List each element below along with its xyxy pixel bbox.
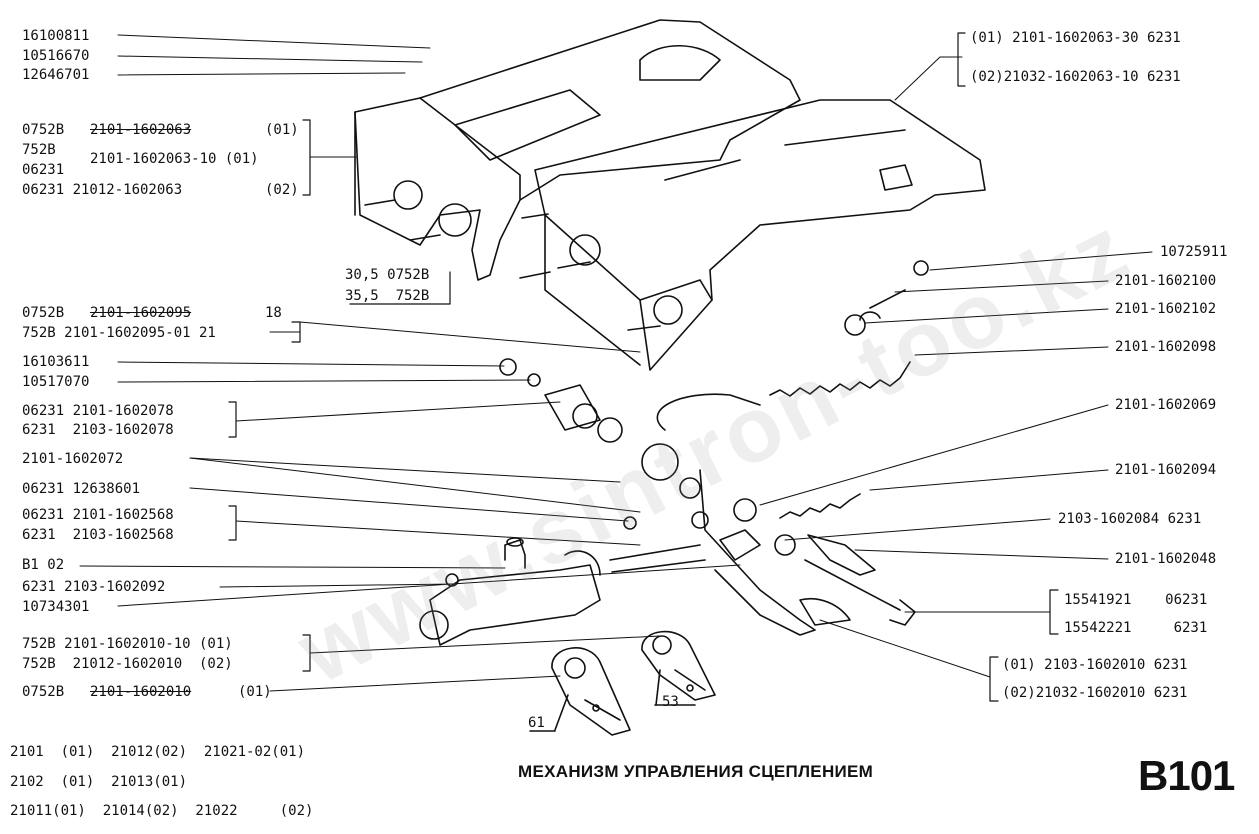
part-label: 2101-1602102 — [1115, 301, 1217, 317]
part-label: 752B 2101-1602010-10 (01) — [22, 636, 233, 652]
part-label: 06231 21012-1602063 — [22, 182, 183, 198]
part-label: 6231 2103-1602078 — [22, 422, 174, 438]
model-line: 2102 (01) 21013(01) — [10, 774, 188, 790]
part-label: (02)21032-1602010 6231 — [1002, 685, 1188, 701]
part-label: 30,5 0752B — [345, 267, 430, 283]
part-label: (01) 2103-1602010 6231 — [1002, 657, 1188, 673]
dimension-label: 53 — [662, 694, 679, 710]
part-label: 10516670 — [22, 48, 90, 64]
part-label: 18 — [265, 305, 282, 321]
part-label: (01) — [238, 684, 272, 700]
part-label: 752B 21012-1602010 (02) — [22, 656, 233, 672]
part-label: 2101-1602069 — [1115, 397, 1217, 413]
part-label: 752B — [22, 142, 56, 158]
diagram-code: B101 — [1138, 752, 1235, 799]
part-label: (01) — [265, 122, 299, 138]
model-line: 2101 (01) 21012(02) 21021-02(01) — [10, 744, 306, 760]
part-label: 16103611 — [22, 354, 90, 370]
spring-and-bushings-drawing — [499, 260, 929, 636]
part-label: 2101-1602048 — [1115, 551, 1217, 567]
pedal-bracket-drawing — [354, 19, 986, 371]
part-label: 2101-1602094 — [1115, 462, 1217, 478]
part-label: 2101-1602072 — [22, 451, 124, 467]
part-label-struck: 2101-1602010 — [90, 684, 192, 700]
lever-details-drawing — [529, 630, 716, 736]
part-label: 0752B — [22, 122, 65, 138]
part-label: 06231 2101-1602078 — [22, 403, 174, 419]
part-label: (01) 2101-1602063-30 6231 — [970, 30, 1181, 46]
part-label: 06231 — [22, 162, 65, 178]
part-label: 10734301 — [22, 599, 90, 615]
part-label: 0752B — [22, 305, 65, 321]
part-label: 06231 2101-1602568 — [22, 507, 174, 523]
model-line: 21011(01) 21014(02) 21022 (02) — [10, 803, 314, 819]
part-label: 2101-1602100 — [1115, 273, 1217, 289]
part-label: B1 02 — [22, 557, 65, 573]
part-label: 6231 2103-1602568 — [22, 527, 174, 543]
part-label: 2101-1602098 — [1115, 339, 1217, 355]
part-label: 10517070 — [22, 374, 90, 390]
dimension-label: 61 — [528, 715, 545, 731]
part-label: 16100811 — [22, 28, 90, 44]
part-label: 0752B — [22, 684, 65, 700]
part-label-struck: 2101-1602063 — [90, 122, 192, 138]
part-label: 15541921 06231 — [1064, 592, 1208, 608]
part-label: 6231 2103-1602092 — [22, 579, 166, 595]
part-label: 752B 2101-1602095-01 21 — [22, 325, 216, 341]
part-label: (02)21032-1602063-10 6231 — [970, 69, 1181, 85]
part-label: 10725911 — [1160, 244, 1228, 260]
part-label: 35,5 752B — [345, 288, 430, 304]
diagram-title: МЕХАНИЗМ УПРАВЛЕНИЯ СЦЕПЛЕНИЕМ — [518, 762, 874, 781]
part-label: 2103-1602084 6231 — [1058, 511, 1202, 527]
part-label: (02) — [265, 182, 299, 198]
part-label: 12646701 — [22, 67, 90, 83]
part-label: 15542221 6231 — [1064, 620, 1208, 636]
part-label: 06231 12638601 — [22, 481, 141, 497]
brackets — [228, 32, 1059, 702]
part-label-struck: 2101-1602095 — [90, 305, 192, 321]
leader-lines-right — [759, 56, 1153, 678]
master-cylinder-drawing — [419, 537, 601, 646]
part-label: 2101-1602063-10 (01) — [90, 151, 259, 167]
